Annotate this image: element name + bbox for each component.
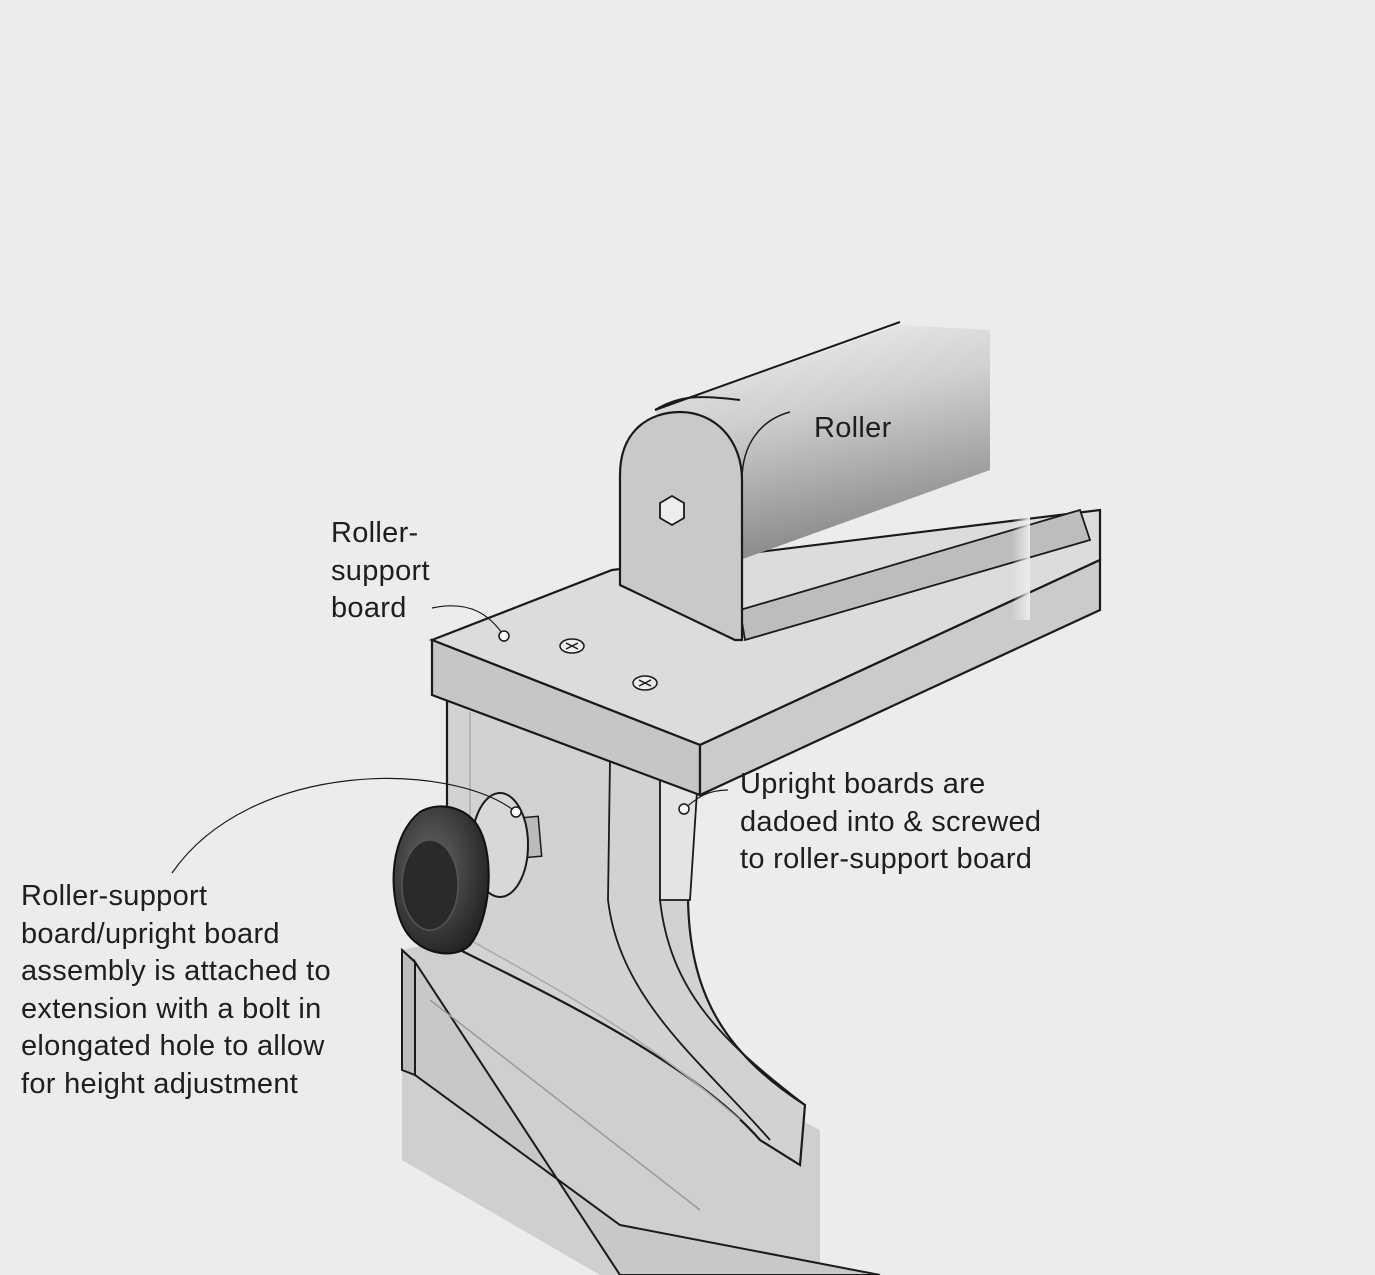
hex-bolt-icon [659,494,685,527]
screw-icon [559,638,585,654]
leader-roller-support [431,605,505,637]
extension-board [401,940,881,1275]
upright-boards-label: Upright boards are dadoed into & screwed… [740,768,1042,875]
screw-icon [632,675,658,691]
knob-bolt [392,792,543,955]
roller [618,300,1092,642]
roller-label: Roller [814,412,892,444]
leader-assembly [171,777,517,874]
roller-support-board-label: Roller- support board [331,517,430,624]
assembly-label: Roller-support board/upright board assem… [21,880,331,1100]
